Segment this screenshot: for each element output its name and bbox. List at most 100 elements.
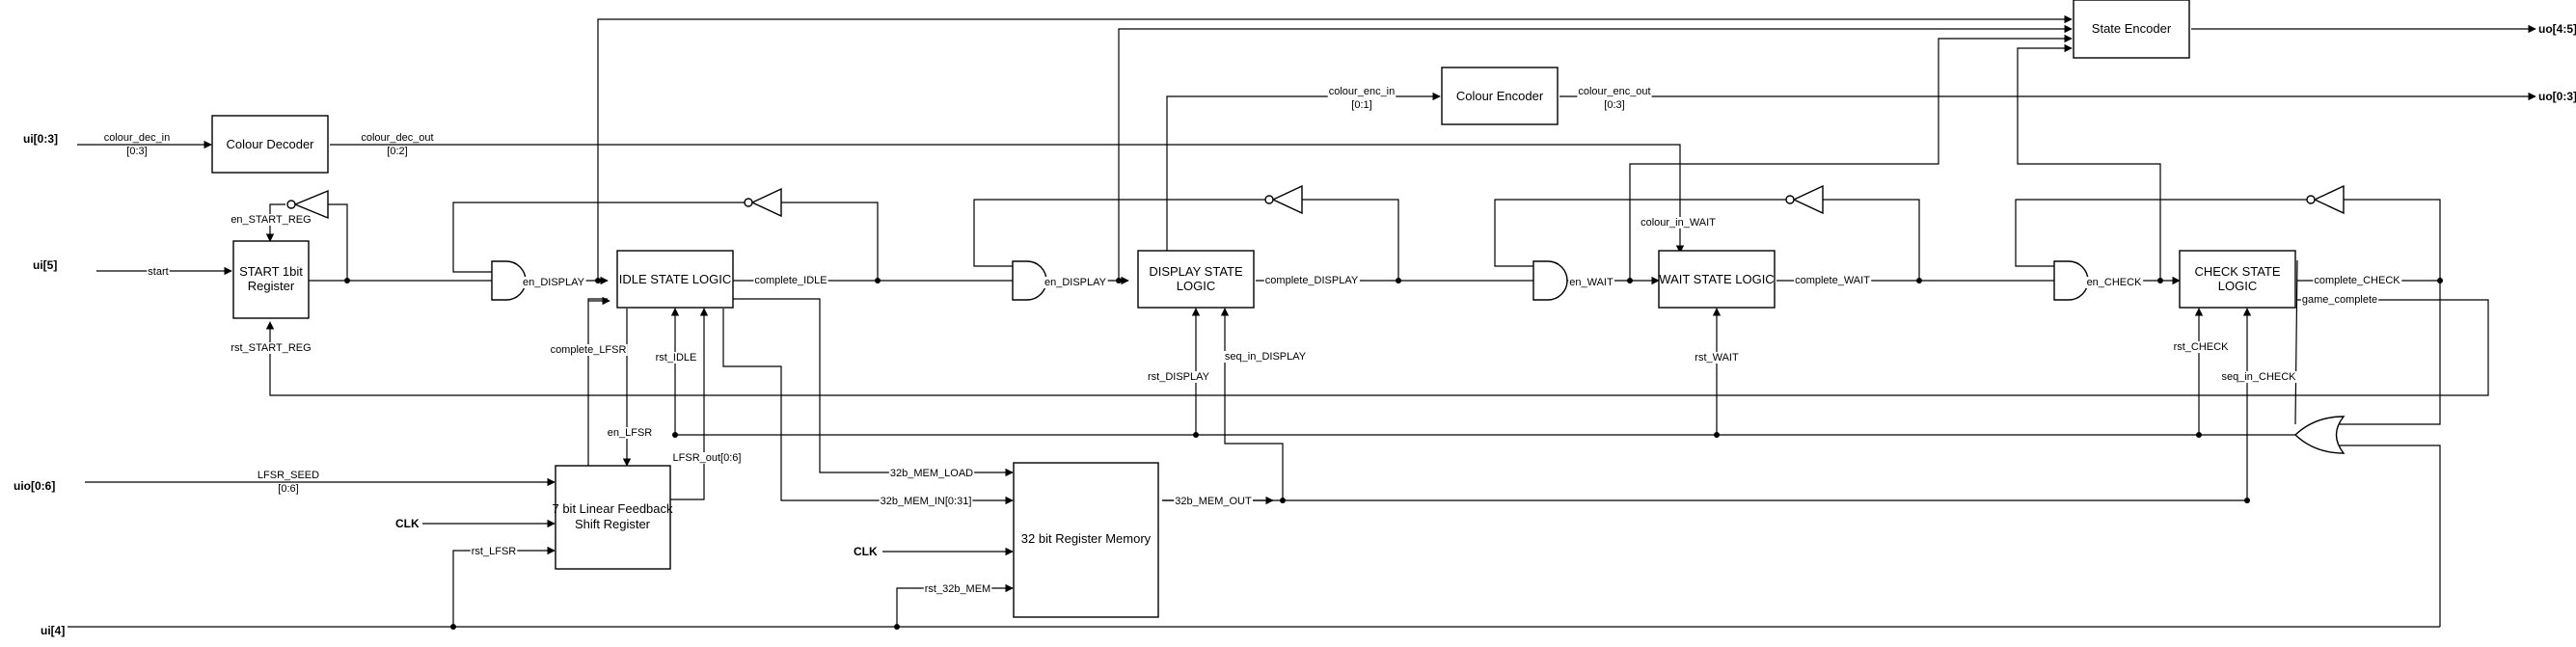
label-colour-enc-out: colour_enc_out (1578, 86, 1650, 97)
label-background (147, 266, 170, 278)
not-gate-idle (744, 187, 782, 218)
label-en-display-1: en_DISPLAY (523, 277, 585, 288)
wire-display-feedback (1302, 199, 1399, 281)
label-background (2220, 371, 2298, 383)
label-colour-dec-out-range: [0:2] (387, 146, 407, 157)
label-background (360, 132, 435, 144)
label-complete-display: complete_DISPLAY (1265, 275, 1359, 286)
svg-text:Colour Encoder: Colour Encoder (1456, 89, 1544, 103)
wire-state-display (1118, 24, 2073, 281)
label-background (256, 470, 321, 481)
label-background (1577, 86, 1652, 97)
label-background (102, 132, 172, 144)
label-rst-mem: rst_32b_MEM (925, 583, 990, 595)
svg-text:WAIT STATE LOGIC: WAIT STATE LOGIC (1659, 272, 1774, 286)
label-background (671, 452, 743, 464)
wait-state-logic-block: WAIT STATE LOGIC (1658, 250, 1776, 309)
label-colour-dec-out: colour_dec_out (361, 132, 433, 144)
label-rst-idle: rst_IDLE (656, 352, 697, 364)
label-rst-wait: rst_WAIT (1695, 352, 1739, 364)
port-clk-lfsr: CLK (395, 517, 420, 530)
wire-game-complete (265, 299, 2489, 396)
label-background (1568, 277, 1614, 288)
wire-check-not-to-and4 (2015, 199, 2309, 267)
wire-state-wait (1629, 34, 2073, 281)
wires (68, 14, 2536, 628)
junction-dot (1916, 278, 1922, 283)
junction-dot (450, 624, 456, 630)
label-background (386, 146, 409, 157)
label-en-lfsr: en_LFSR (608, 427, 653, 439)
and-gate-3 (1532, 260, 1568, 301)
port-uo-4-5: uo[4:5] (2538, 22, 2576, 36)
label-en-display-2: en_DISPLAY (1044, 277, 1107, 288)
junction-dot (2196, 432, 2202, 438)
check-state-logic-block: CHECK STATE LOGIC (2179, 250, 2296, 309)
label-background (1327, 86, 1396, 97)
junction-dot (1193, 432, 1199, 438)
label-background (879, 496, 973, 507)
port-ui-4: ui[4] (41, 624, 65, 637)
label-mem-in: 32b_MEM_IN[0:31] (881, 496, 972, 507)
junction-dot (2437, 278, 2443, 283)
wire-ui4-to-or (2338, 445, 2441, 627)
label-background (1794, 275, 1872, 286)
label-en-start-reg: en_START_REG (230, 214, 311, 226)
not-gate-check (2306, 184, 2345, 215)
wire-seq-in-display (1220, 308, 1284, 500)
svg-text:IDLE STATE LOGIC: IDLE STATE LOGIC (619, 272, 732, 286)
port-ui-0-3: ui[0:3] (23, 132, 58, 146)
label-background (2300, 294, 2379, 306)
label-seq-in-display: seq_in_DISPLAY (1225, 351, 1307, 363)
junction-dot (2244, 498, 2250, 503)
label-colour-dec-in-range: [0:3] (126, 146, 147, 157)
label-background (753, 275, 828, 286)
not-gate-start (286, 189, 329, 220)
label-rst-lfsr: rst_LFSR (472, 546, 517, 557)
wire-start-feedback (328, 203, 348, 281)
or-gate (2293, 416, 2346, 454)
label-start: start (148, 266, 168, 278)
label-game-complete: game_complete (2302, 294, 2377, 306)
label-lfsr-seed: LFSR_SEED (258, 470, 319, 481)
wire-idle-not-to-and1 (452, 202, 746, 273)
label-colour-enc-in-range: [0:1] (1351, 99, 1371, 111)
label-background (549, 344, 628, 356)
wire-wait-feedback (1823, 199, 1920, 281)
label-background (2172, 341, 2231, 353)
wire-complete-lfsr (587, 298, 608, 466)
signal-labels: colour_dec_in [0:3] colour_dec_out [0:2]… (102, 86, 2402, 595)
wire-state-from-or (2294, 259, 2298, 425)
not-gate-wait (1785, 184, 1824, 215)
label-mem-out: 32b_MEM_OUT (1175, 496, 1252, 507)
colour-encoder-block: Colour Encoder (1441, 67, 1559, 125)
junction-dot (1116, 278, 1122, 283)
label-rst-display: rst_DISPLAY (1148, 371, 1210, 383)
label-en-wait: en_WAIT (1569, 277, 1613, 288)
port-uo-0-3: uo[0:3] (2538, 90, 2576, 103)
label-lfsr-seed-range: [0:6] (278, 483, 298, 495)
label-background (2313, 275, 2402, 286)
label-background (1174, 496, 1254, 507)
label-en-check: en_CHECK (2087, 277, 2143, 288)
junction-dot (344, 278, 350, 283)
label-colour-enc-in: colour_enc_in (1329, 86, 1396, 97)
label-background (230, 214, 312, 226)
wire-colour-dec-out (330, 144, 1685, 254)
svg-text:CHECK STATE: CHECK STATE (2194, 264, 2280, 279)
label-complete-wait: complete_WAIT (1795, 275, 1870, 286)
label-background (1603, 99, 1626, 111)
junction-dot (894, 624, 900, 630)
label-mem-load: 32b_MEM_LOAD (890, 468, 973, 479)
port-uio-0-6: uio[0:6] (14, 479, 55, 493)
label-background (923, 583, 992, 595)
junction-dot (1280, 498, 1286, 503)
svg-text:32 bit Register Memory: 32 bit Register Memory (1021, 531, 1152, 546)
svg-text:DISPLAY STATE: DISPLAY STATE (1149, 264, 1243, 279)
junction-dot (875, 278, 881, 283)
label-complete-idle: complete_IDLE (754, 275, 827, 286)
wire-mem-load (714, 298, 1014, 477)
label-complete-lfsr: complete_LFSR (551, 344, 627, 356)
label-background (1350, 99, 1373, 111)
